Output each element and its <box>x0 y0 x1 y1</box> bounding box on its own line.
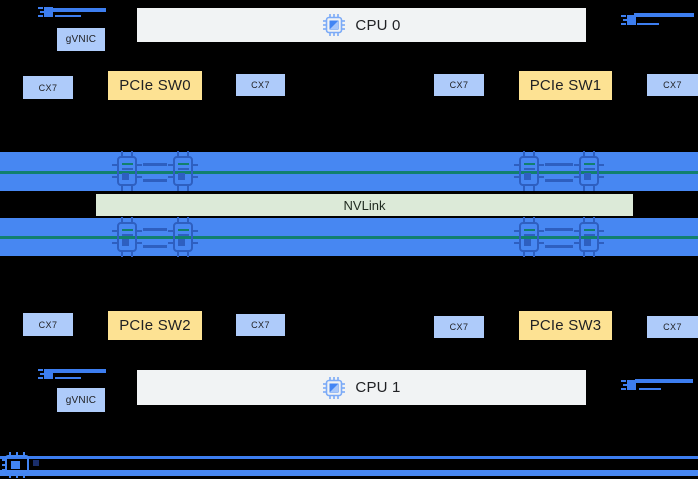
gpu-pair-link <box>143 228 167 231</box>
network-link-line <box>50 8 106 12</box>
gpu-pair-link <box>545 179 573 182</box>
network-link-line <box>639 388 661 390</box>
pcie-sw2-label: PCIe SW2 <box>119 317 191 334</box>
link-endpoint-dot <box>33 460 39 466</box>
network-link-line <box>635 379 693 383</box>
gvnic-box-top: gVNIC <box>57 28 105 51</box>
gpu-pair-link <box>143 245 167 248</box>
network-link-line <box>637 23 659 25</box>
cpu0-label: CPU 0 <box>355 16 401 34</box>
network-link-line <box>55 15 81 17</box>
pcie-sw1-box: PCIe SW1 <box>519 71 612 100</box>
cx7-label: CX7 <box>449 80 469 90</box>
gvnic-label: gVNIC <box>65 394 97 406</box>
gpu-chip-icon <box>112 151 142 191</box>
gpu-chip-icon <box>168 151 198 191</box>
cx7-box: CX7 <box>434 316 484 338</box>
cx7-box: CX7 <box>647 316 698 338</box>
pcie-sw0-label: PCIe SW0 <box>119 77 191 94</box>
gpu-chip-icon <box>112 217 142 257</box>
nic-chip-icon <box>2 452 29 478</box>
gpu-chip-icon <box>514 151 544 191</box>
cpu1-label: CPU 1 <box>355 379 401 396</box>
cpu-chip-icon <box>323 14 346 36</box>
pcie-sw2-box: PCIe SW2 <box>108 311 202 340</box>
gvnic-box-bottom: gVNIC <box>57 388 105 412</box>
network-link-icon <box>38 7 53 17</box>
gpu-chip-icon <box>574 151 604 191</box>
network-link-line <box>50 369 106 373</box>
gpu-chip-icon <box>574 217 604 257</box>
cx7-label: CX7 <box>663 80 682 90</box>
gpu-pair-link <box>545 245 573 248</box>
cx7-label: CX7 <box>251 320 270 330</box>
gpu-pair-link <box>143 179 167 182</box>
cx7-label: CX7 <box>663 322 682 332</box>
network-link-icon <box>38 369 53 379</box>
pcie-sw3-label: PCIe SW3 <box>529 317 602 334</box>
cpu-chip-icon <box>323 376 346 399</box>
cpu0-box: CPU 0 <box>137 8 586 42</box>
cx7-box: CX7 <box>236 314 285 336</box>
network-link-icon <box>621 380 636 390</box>
nvlink-fabric-line <box>0 171 698 174</box>
pcie-sw0-box: PCIe SW0 <box>108 71 202 100</box>
cx7-box: CX7 <box>23 313 73 336</box>
fabric-link-line <box>0 470 698 476</box>
pcie-sw1-label: PCIe SW1 <box>529 77 602 94</box>
cx7-box: CX7 <box>647 74 698 96</box>
cx7-label: CX7 <box>449 322 469 332</box>
gpu-chip-icon <box>514 217 544 257</box>
network-link-icon <box>621 15 636 25</box>
gpu-chip-icon <box>168 217 198 257</box>
cx7-box: CX7 <box>23 76 73 99</box>
nvlink-bar: NVLink <box>96 194 633 216</box>
cx7-label: CX7 <box>38 319 58 330</box>
nvlink-label: NVLink <box>343 197 386 213</box>
cx7-label: CX7 <box>38 82 58 93</box>
gpu-pair-link <box>545 228 573 231</box>
cx7-box: CX7 <box>434 74 484 96</box>
network-link-line <box>55 377 81 379</box>
cx7-box: CX7 <box>236 74 285 96</box>
cx7-label: CX7 <box>251 80 270 90</box>
fabric-link-line <box>0 456 698 459</box>
pcie-sw3-box: PCIe SW3 <box>519 311 612 340</box>
gpu-pair-link <box>143 163 167 166</box>
gpu-pair-link <box>545 163 573 166</box>
network-link-line <box>634 13 694 17</box>
gvnic-label: gVNIC <box>65 34 97 45</box>
cpu1-box: CPU 1 <box>137 370 586 405</box>
nvlink-fabric-line <box>0 236 698 239</box>
